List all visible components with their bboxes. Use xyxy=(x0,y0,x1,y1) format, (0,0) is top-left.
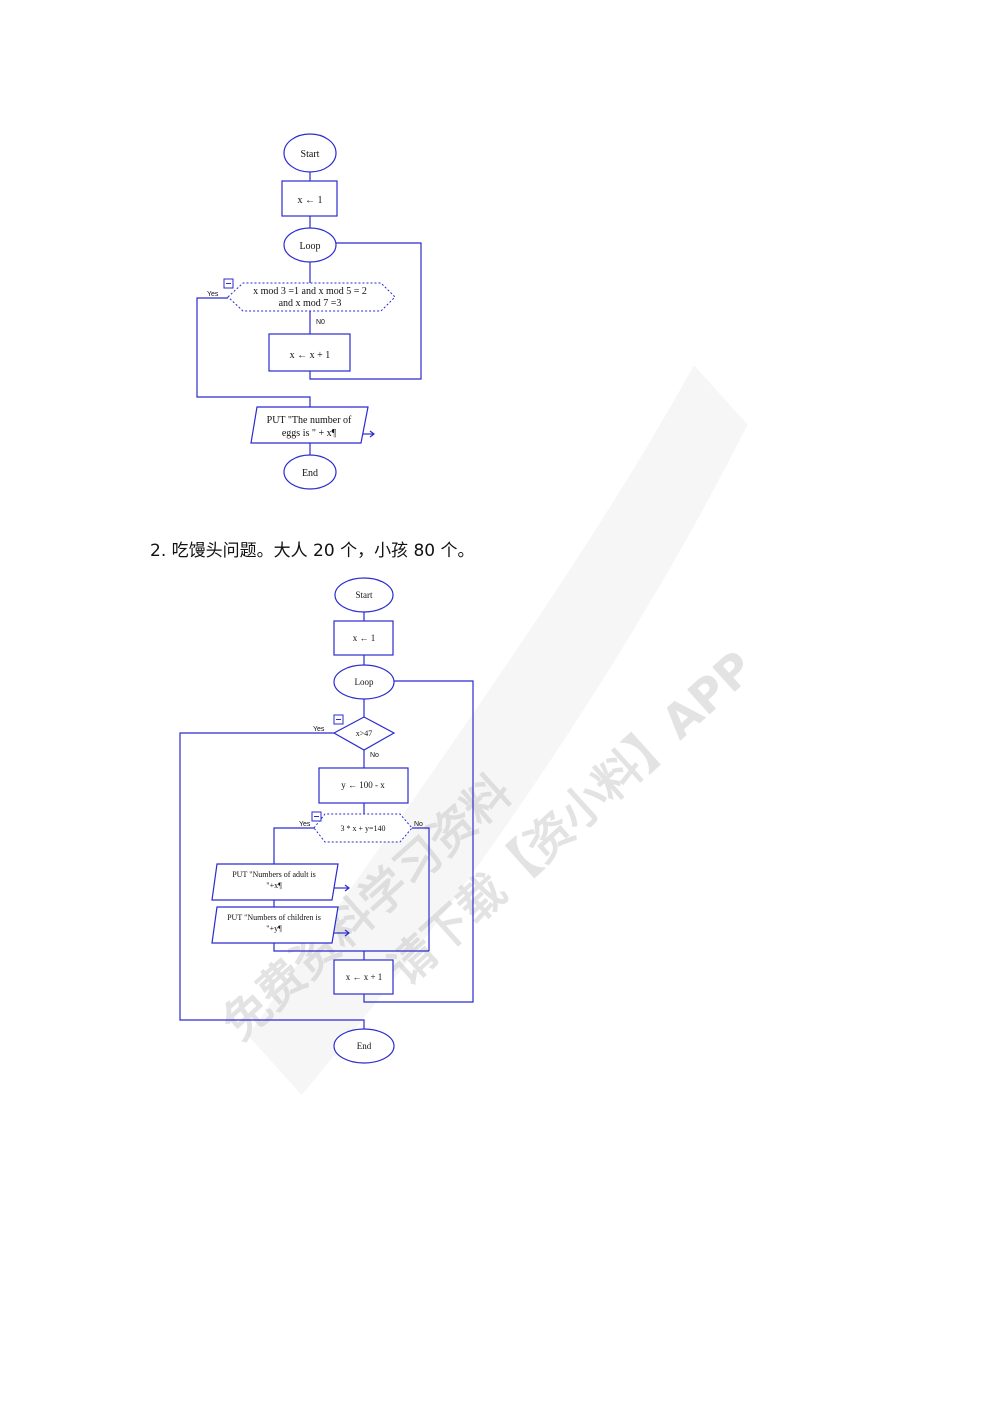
loop-node-2 xyxy=(333,664,395,700)
cond1-label: x>47 xyxy=(356,729,373,738)
init-process xyxy=(281,180,338,217)
condition-line1: x mod 3 =1 and x mod 5 = 2 xyxy=(253,286,367,297)
loop-label-2: Loop xyxy=(355,677,374,687)
out2-line1: PUT "Numbers of children is xyxy=(227,913,321,922)
no-label: N0 xyxy=(316,319,325,326)
increment-process-2 xyxy=(333,959,394,995)
increment-label-2: x ← x + 1 xyxy=(346,972,383,982)
increment-label: x ← x + 1 xyxy=(290,350,331,361)
assign-label: y ← 100 - x xyxy=(341,780,385,790)
init-label-2: x ← 1 xyxy=(353,633,376,643)
out1-line2: "+x¶ xyxy=(266,881,282,890)
output-io xyxy=(250,406,369,444)
start-label: Start xyxy=(301,149,320,160)
loop-label: Loop xyxy=(299,241,320,252)
yes2-label: Yes xyxy=(299,821,311,828)
init-label: x ← 1 xyxy=(298,195,323,206)
output-line1: PUT "The number of xyxy=(267,415,352,426)
problem-heading: 2. 吃馒头问题。大人 20 个，小孩 80 个。 xyxy=(150,541,475,561)
condition-line2: and x mod 7 =3 xyxy=(279,298,342,309)
condition-decision xyxy=(227,282,396,312)
out1-line1: PUT "Numbers of adult is xyxy=(232,870,316,879)
loop-node xyxy=(283,227,337,263)
start-terminal-2 xyxy=(334,577,394,613)
end-terminal xyxy=(283,454,337,490)
end-terminal-2 xyxy=(333,1028,395,1064)
increment-process xyxy=(268,333,351,372)
sum-decision xyxy=(313,813,413,843)
output-line2: eggs is " + x¶ xyxy=(282,428,337,439)
yes-label: Yes xyxy=(207,291,219,298)
no1-label: No xyxy=(370,752,379,759)
end-label: End xyxy=(302,468,318,479)
end-label-2: End xyxy=(357,1041,372,1051)
cond2-label: 3 * x + y=140 xyxy=(340,824,385,833)
init-process-2 xyxy=(333,620,394,656)
output-adult-io xyxy=(211,863,339,901)
start-terminal xyxy=(283,133,337,173)
start-label-2: Start xyxy=(356,590,373,600)
x-limit-decision xyxy=(332,716,396,751)
assign-process xyxy=(318,767,409,804)
no2-label: No xyxy=(414,821,423,828)
yes1-label: Yes xyxy=(313,726,325,733)
out2-line2: "+y¶ xyxy=(266,924,282,933)
output-children-io xyxy=(211,906,339,944)
